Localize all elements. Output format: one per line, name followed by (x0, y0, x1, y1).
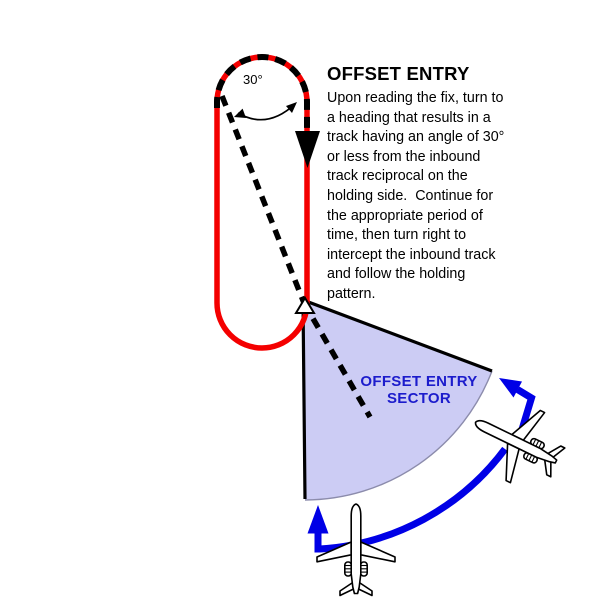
entry-path-on-pattern (214, 54, 310, 130)
entry-turn-arrow-southeast (515, 386, 536, 438)
holding-fix-icon (294, 296, 316, 314)
angle-arc-left-arrowhead-icon (234, 108, 246, 118)
diagram-title: OFFSET ENTRY (327, 63, 470, 84)
entry-turn-arrowhead-southeast-icon (499, 378, 522, 398)
offset-track-sector-line (301, 301, 373, 419)
angle-label: 30° (243, 72, 263, 87)
sector-label-line2: SECTOR (386, 390, 452, 407)
offset-entry-sector (303, 300, 492, 500)
offset-track-dashed-line (219, 94, 307, 305)
entry-turn-arrowhead-south-icon (307, 505, 329, 534)
inbound-direction-arrowhead-icon (295, 131, 320, 168)
diagram-description: Upon reading the fix, turn to a heading … (327, 90, 505, 302)
entry-turn-arrow-south (314, 446, 508, 553)
sector-label-line1: OFFSET ENTRY (360, 373, 478, 390)
sector-arc-edge (304, 370, 493, 501)
sector-label: OFFSET ENTRY SECTOR (339, 373, 499, 407)
angle-arc-right-arrowhead-icon (286, 102, 297, 113)
